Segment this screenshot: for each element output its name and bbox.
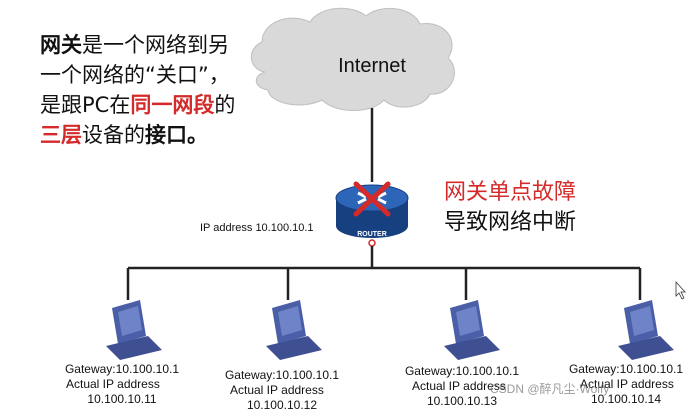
intro-highlight-layer3: 三层 [40,123,82,147]
pc-gateway: Gateway:10.100.10.1 [224,368,340,382]
pc-icon-1 [106,300,162,360]
failure-warning: 网关单点故障 导致网络中断 [444,178,576,238]
router-icon [335,181,409,238]
pc-label-3: Gateway:10.100.10.1 Actual IP address 10… [402,364,522,409]
pc-icon-2 [266,300,322,360]
warning-line-1: 网关单点故障 [444,180,577,205]
warning-line-2: 导致网络中断 [444,210,577,235]
pc-label-2: Gateway:10.100.10.1 Actual IP address 10… [222,368,342,413]
pc-ip: 10.100.10.14 [590,392,662,406]
pc-label-4: Gateway:10.100.10.1 Actual IP address 10… [566,362,686,407]
internet-label: Internet [338,55,406,77]
pc-gateway: Gateway:10.100.10.1 [568,362,684,376]
pc-actual-label: Actual IP address [412,379,506,393]
pc-ip: 10.100.10.11 [87,392,157,406]
pc-icon-3 [444,300,500,360]
pc-gateway: Gateway:10.100.10.1 [64,362,180,376]
pc-gateway: Gateway:10.100.10.1 [404,364,520,378]
pc-icon-4 [618,300,674,360]
pc-ip: 10.100.10.13 [426,394,498,408]
intro-body: 是一个网络到另一个网络的“关口”，是跟PC在 [40,33,230,117]
internet-cloud [251,7,455,111]
pc-label-1: Gateway:10.100.10.1 Actual IP address 10… [62,362,182,407]
router-label: ROUTER [357,231,387,238]
intro-term: 网关 [40,33,82,57]
intro-text: 网关是一个网络到另一个网络的“关口”，是跟PC在同一网段的三层设备的接口。 [40,30,240,150]
intro-interface: 接口 [145,123,187,147]
intro-highlight-same-segment: 同一网段 [130,93,215,117]
router-port-indicator [368,239,376,247]
cursor-icon [675,280,686,300]
intro-connector: 的 [214,93,236,117]
pc-actual-label: Actual IP address [580,377,674,391]
router-ip-label: IP address 10.100.10.1 [200,222,314,234]
intro-device-text: 设备的 [82,123,145,147]
watermark: CSDN @醉凡尘·Wolfy [490,382,610,396]
pc-actual-label: Actual IP address [66,377,160,391]
intro-period: 。 [187,123,208,147]
pc-actual-label: Actual IP address [230,383,324,397]
